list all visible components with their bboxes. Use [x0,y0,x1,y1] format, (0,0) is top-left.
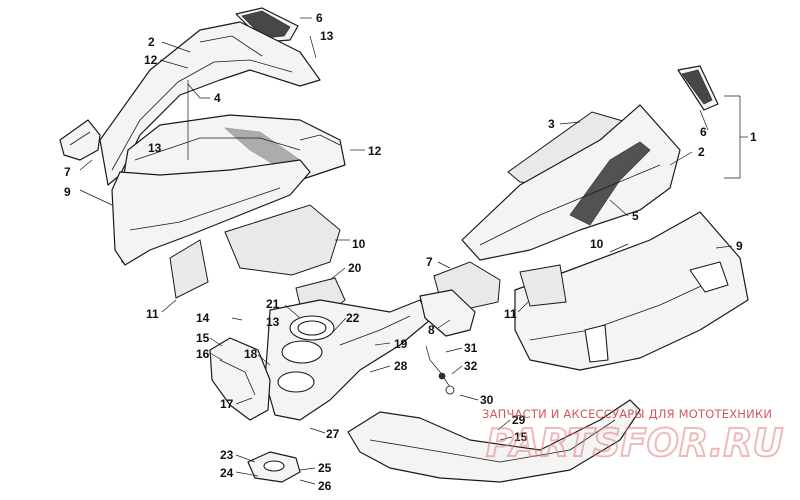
callout-23: 23 [220,448,234,462]
side-pad-right [519,264,567,307]
callout-3: 3 [548,117,555,131]
callout-25: 25 [318,461,332,475]
watermark-logo: PARTSFOR.RU [486,421,784,465]
callout-30: 30 [480,393,494,407]
callout-numbers: 2 12 6 13 4 13 12 7 9 10 11 20 21 13 22 … [64,11,757,493]
callout-24: 24 [220,466,234,480]
callout-10-right: 10 [590,237,604,251]
callout-4: 4 [214,91,221,105]
leader-lines [79,17,733,485]
cable-assembly [425,345,455,395]
callout-26: 26 [318,479,332,493]
watermark-tagline: ЗАПЧАСТИ И АКСЕССУАРЫ ДЛЯ МОТОТЕХНИКИ [482,407,772,421]
callout-7-left: 7 [64,165,71,179]
upper-side-panel-right [461,104,681,261]
upper-side-panel-left [99,21,321,186]
vent-grille-right [677,65,719,111]
callout-16: 16 [196,347,210,361]
callout-17: 17 [220,397,234,411]
side-bracket-left [59,119,101,161]
callout-11-left: 11 [146,307,159,321]
callout-2-left: 2 [148,35,155,49]
callout-7-mid: 7 [426,255,433,269]
callout-13-low: 13 [266,315,280,329]
lower-belly-pan-left [111,159,311,266]
callout-5: 5 [632,209,639,223]
callout-6-right: 6 [700,125,707,139]
callout-13-mid: 13 [148,141,162,155]
callout-8: 8 [428,323,435,337]
callout-14: 14 [196,311,210,325]
bottom-plate [247,451,301,483]
foam-pad-left [224,204,341,276]
callout-32: 32 [464,359,478,373]
callout-6-top: 6 [316,11,323,25]
side-mount-plate [419,289,476,337]
callout-2-right: 2 [698,145,705,159]
lower-belly-pan-right [514,211,749,371]
group-bracket [724,95,748,179]
callout-10-left: 10 [352,237,366,251]
lower-skid-plate [347,399,641,483]
callout-9-right: 9 [736,239,743,253]
callout-27: 27 [326,427,340,441]
intake-duct [264,299,431,421]
callout-12-top: 12 [144,53,158,67]
callout-9-left: 9 [64,185,71,199]
watermark: ЗАПЧАСТИ И АКСЕССУАРЫ ДЛЯ МОТОТЕХНИКИ PA… [482,407,785,466]
lower-bracket-left [209,337,271,421]
callout-11-right: 11 [504,307,517,321]
callout-18: 18 [244,347,258,361]
callout-22: 22 [346,311,360,325]
callout-1: 1 [750,130,757,144]
callout-20: 20 [348,261,362,275]
callout-15-right: 15 [514,430,528,444]
callout-13-top: 13 [320,29,334,43]
callout-19: 19 [394,337,408,351]
callout-15-left: 15 [196,331,210,345]
side-pad-left [169,239,209,299]
callout-12-mid: 12 [368,144,382,158]
callout-29: 29 [512,413,526,427]
callout-31: 31 [464,341,478,355]
callout-21: 21 [266,297,280,311]
callout-28: 28 [394,359,408,373]
